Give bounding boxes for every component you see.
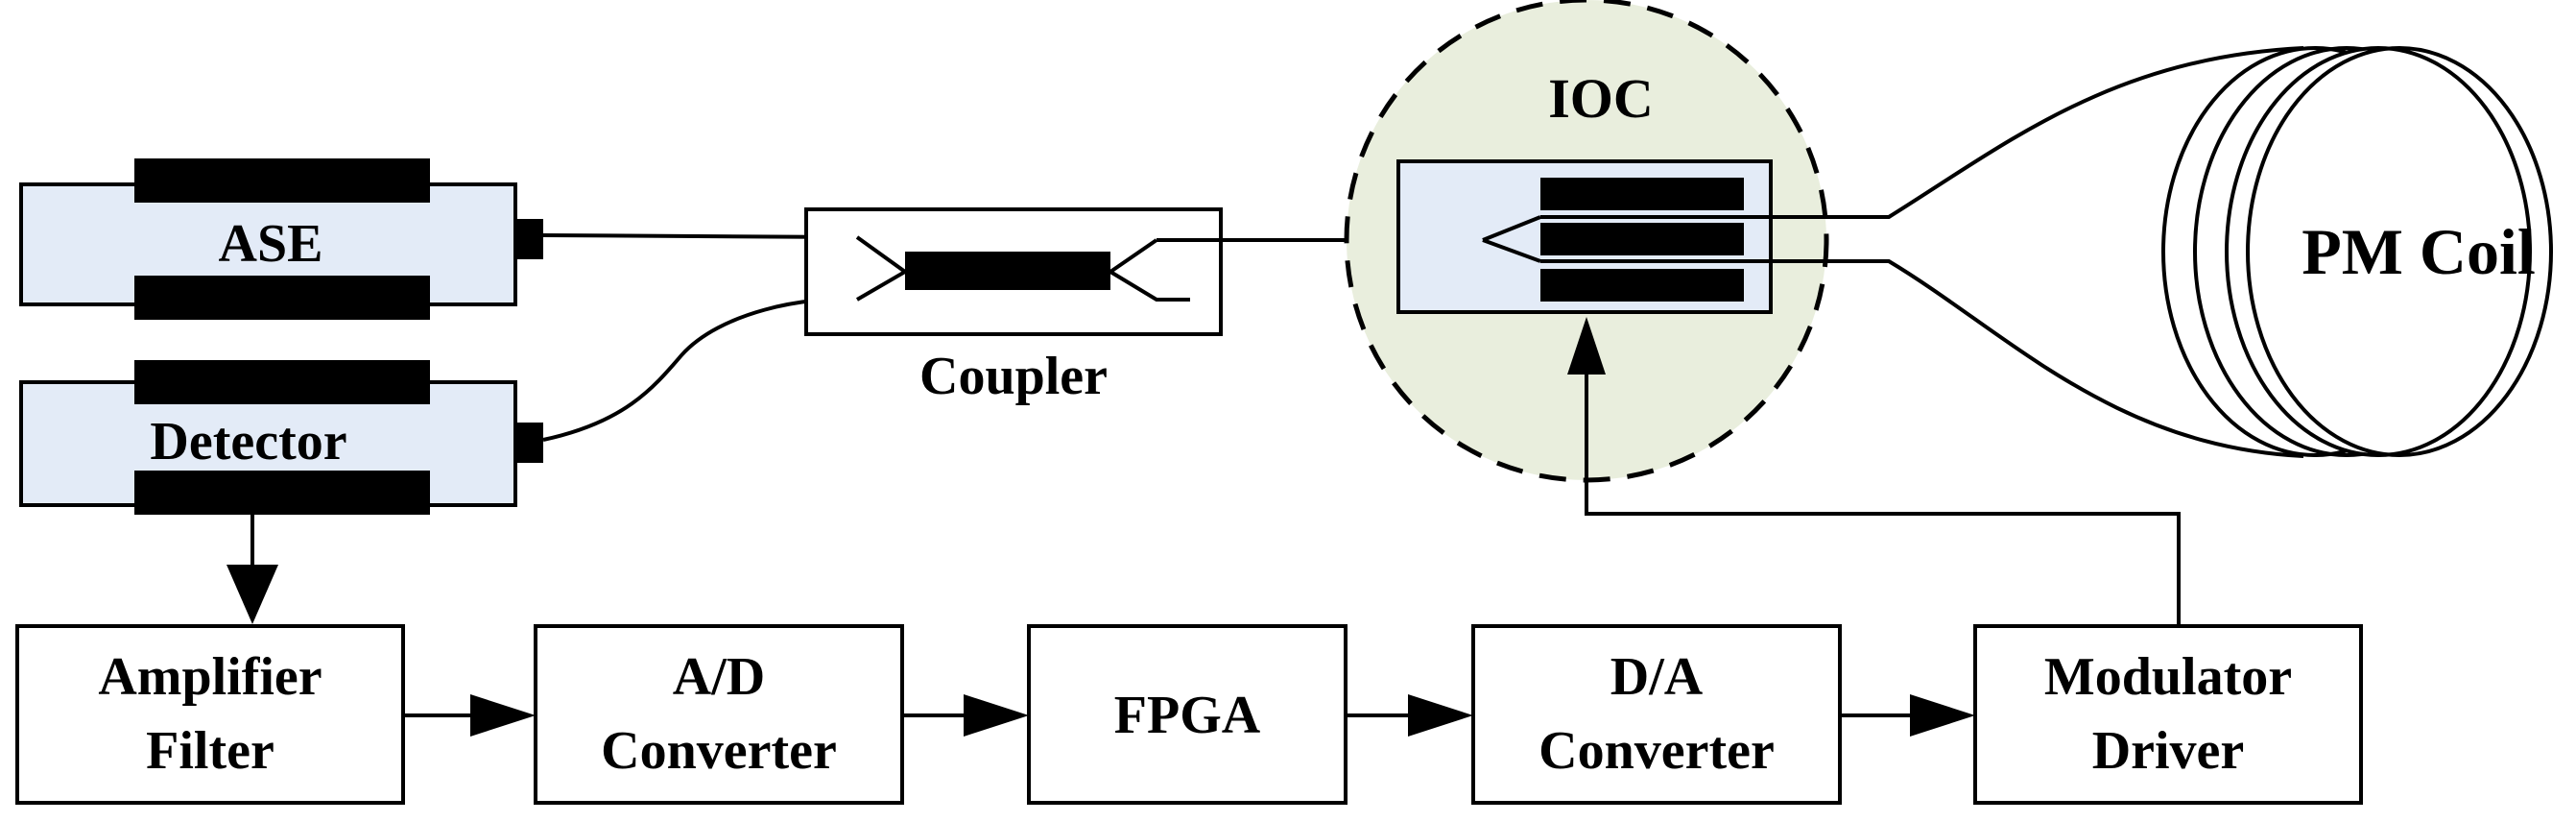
modulator-feedback-arrowhead (1567, 317, 1606, 375)
ioc-electrode-top (1540, 178, 1744, 210)
detector-label: Detector (150, 412, 346, 471)
ioc-label: IOC (1548, 67, 1654, 130)
ad-converter-line2: Converter (601, 721, 837, 781)
coil-loop-3 (2225, 46, 2532, 457)
da-converter-line1: D/A (1610, 647, 1704, 707)
ad-converter-block: A/D Converter (534, 624, 904, 805)
pm-coil: PM Coil (1747, 46, 2553, 458)
detector-connector (514, 423, 543, 463)
amplifier-filter-line2: Filter (146, 721, 274, 781)
ad-converter-box (534, 624, 904, 805)
coupler-label: Coupler (919, 347, 1108, 406)
detector-bottom-bar (134, 471, 430, 515)
ioc-electrode-bottom (1540, 269, 1744, 302)
ioc-y-junction (1482, 215, 1541, 263)
detector: Detector (19, 360, 543, 515)
ase-label: ASE (219, 214, 323, 274)
coil-lead-bottom (1747, 259, 2304, 458)
arrowhead-amp-to-ad (470, 694, 536, 737)
ase-top-bar (134, 158, 430, 203)
coil-loop-4 (2246, 46, 2553, 457)
ase-bottom-bar (134, 276, 430, 320)
coupler: Coupler (804, 207, 1223, 406)
coupler-right-taper (1109, 238, 1190, 302)
arrowhead-fpga-to-da (1408, 694, 1473, 737)
amplifier-filter-line1: Amplifier (98, 647, 322, 707)
arrowhead-da-to-mod (1910, 694, 1975, 737)
ase-connector (514, 219, 543, 259)
da-converter-block: D/A Converter (1471, 624, 1842, 805)
detector-top-bar (134, 360, 430, 404)
ad-converter-line1: A/D (673, 647, 765, 707)
modulator-driver-line2: Driver (2092, 721, 2245, 781)
detector-to-amplifier-arrowhead (227, 565, 278, 624)
amplifier-filter-block: Amplifier Filter (15, 624, 405, 805)
coil-lead-top (1747, 46, 2304, 219)
modulator-feedback-line (1585, 370, 2181, 626)
coupler-left-taper (855, 235, 909, 302)
ioc: IOC (1344, 0, 1829, 483)
fpga-block: FPGA (1027, 624, 1348, 805)
modulator-driver-block: Modulator Driver (1973, 624, 2363, 805)
chain-arrows (403, 694, 1975, 737)
arrowhead-ad-to-fpga (964, 694, 1029, 737)
ioc-electrode-middle (1540, 223, 1744, 255)
modulator-driver-line1: Modulator (2044, 647, 2292, 707)
modulator-driver-box (1973, 624, 2363, 805)
ase-source: ASE (19, 158, 543, 320)
da-converter-line2: Converter (1538, 721, 1775, 781)
fpga-label: FPGA (1114, 686, 1261, 745)
amplifier-filter-box (15, 624, 405, 805)
coupler-core (905, 252, 1110, 290)
coil-label: PM Coil (2302, 215, 2536, 288)
